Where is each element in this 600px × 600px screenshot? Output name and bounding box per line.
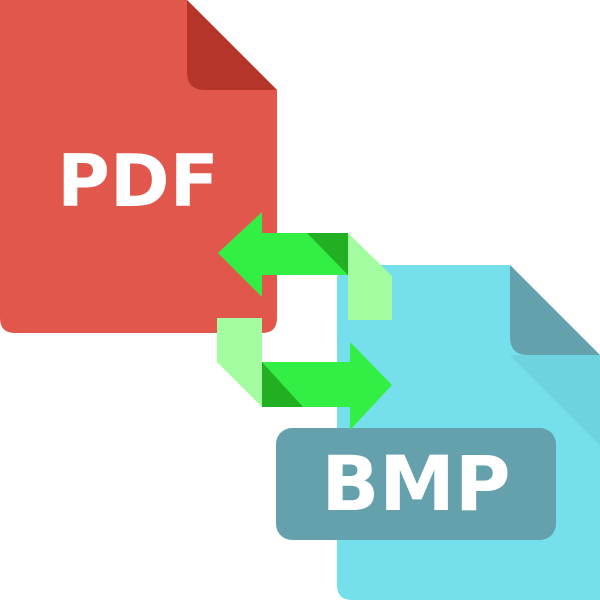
bmp-badge	[276, 428, 556, 540]
convert-arrows-icon	[217, 212, 392, 430]
pdf-label: PDF	[57, 139, 219, 223]
bmp-label: BMP	[321, 439, 510, 528]
pdf-file-icon: PDF	[0, 0, 277, 333]
bmp-file-icon: BMP	[276, 265, 600, 600]
bmp-fold-corner	[510, 265, 600, 355]
pdf-fold-corner	[187, 0, 277, 90]
arrow-right-icon	[262, 342, 392, 430]
